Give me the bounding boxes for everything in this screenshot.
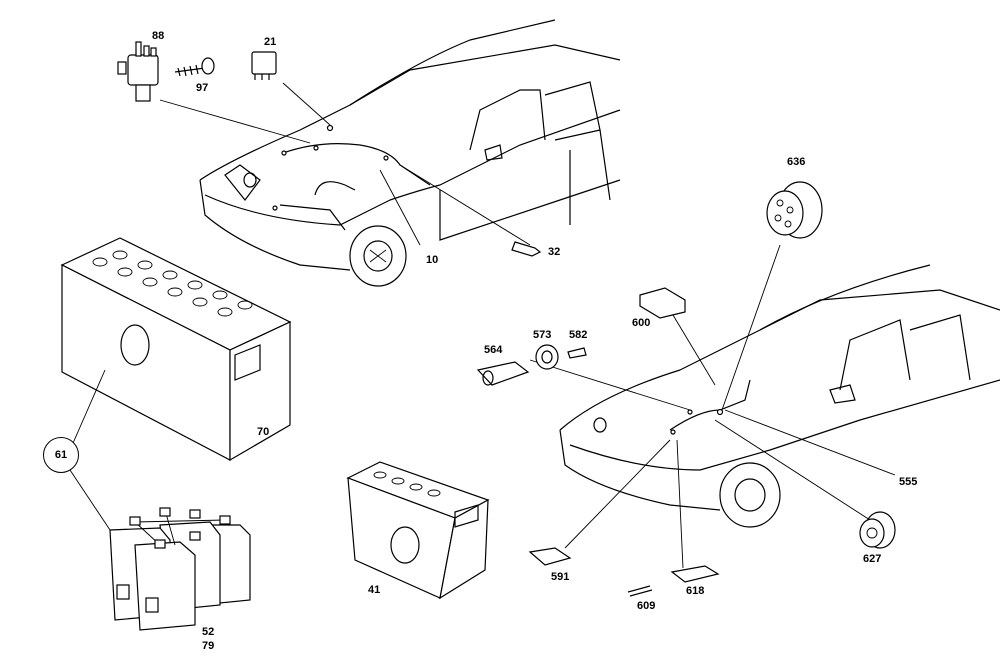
callout-10: 10 xyxy=(426,254,439,266)
callout-591: 591 xyxy=(551,571,570,583)
upper-car-illustration xyxy=(199,19,621,287)
leader-lines-upper xyxy=(159,82,531,246)
callout-61-text: 61 xyxy=(54,449,68,461)
callout-70: 70 xyxy=(257,426,270,438)
callout-573: 573 xyxy=(533,329,552,341)
connector-627-illustration xyxy=(859,511,896,549)
holder-618-illustration xyxy=(670,565,720,583)
leader-61-52 xyxy=(69,469,111,531)
callout-609: 609 xyxy=(637,600,656,612)
callout-555: 555 xyxy=(899,476,918,488)
grommet-573-illustration xyxy=(535,344,559,370)
callout-627: 627 xyxy=(863,553,882,565)
clip-609-illustration xyxy=(627,585,653,597)
socket-564-illustration xyxy=(476,361,530,386)
screw-97-illustration xyxy=(174,57,215,77)
holder-591-illustration xyxy=(528,547,572,566)
callout-88: 88 xyxy=(152,30,165,42)
lower-car-illustration xyxy=(559,264,1000,528)
leader-lines-lower xyxy=(529,244,896,569)
callout-52: 52 xyxy=(202,626,215,638)
switch-88-illustration xyxy=(117,41,159,102)
connector-636-illustration xyxy=(766,181,823,239)
callout-41: 41 xyxy=(368,584,381,596)
leader-61-70 xyxy=(69,369,106,451)
callout-600: 600 xyxy=(632,317,651,329)
callout-97: 97 xyxy=(196,82,209,94)
holder-600-illustration xyxy=(639,287,686,319)
callout-79: 79 xyxy=(202,640,215,652)
callout-636: 636 xyxy=(787,156,806,168)
callout-618: 618 xyxy=(686,585,705,597)
battery-41-illustration xyxy=(346,461,490,600)
callout-21: 21 xyxy=(264,36,277,48)
callout-582: 582 xyxy=(569,329,588,341)
bulb-582-illustration xyxy=(567,347,587,359)
battery-70-illustration xyxy=(60,237,292,462)
electrolyte-bottles-illustration xyxy=(109,507,251,631)
relay-21-illustration xyxy=(251,51,277,80)
callout-32: 32 xyxy=(548,246,561,258)
callout-564: 564 xyxy=(484,344,503,356)
callout-61: 61 xyxy=(43,437,79,473)
bulb-32-illustration xyxy=(511,241,542,257)
